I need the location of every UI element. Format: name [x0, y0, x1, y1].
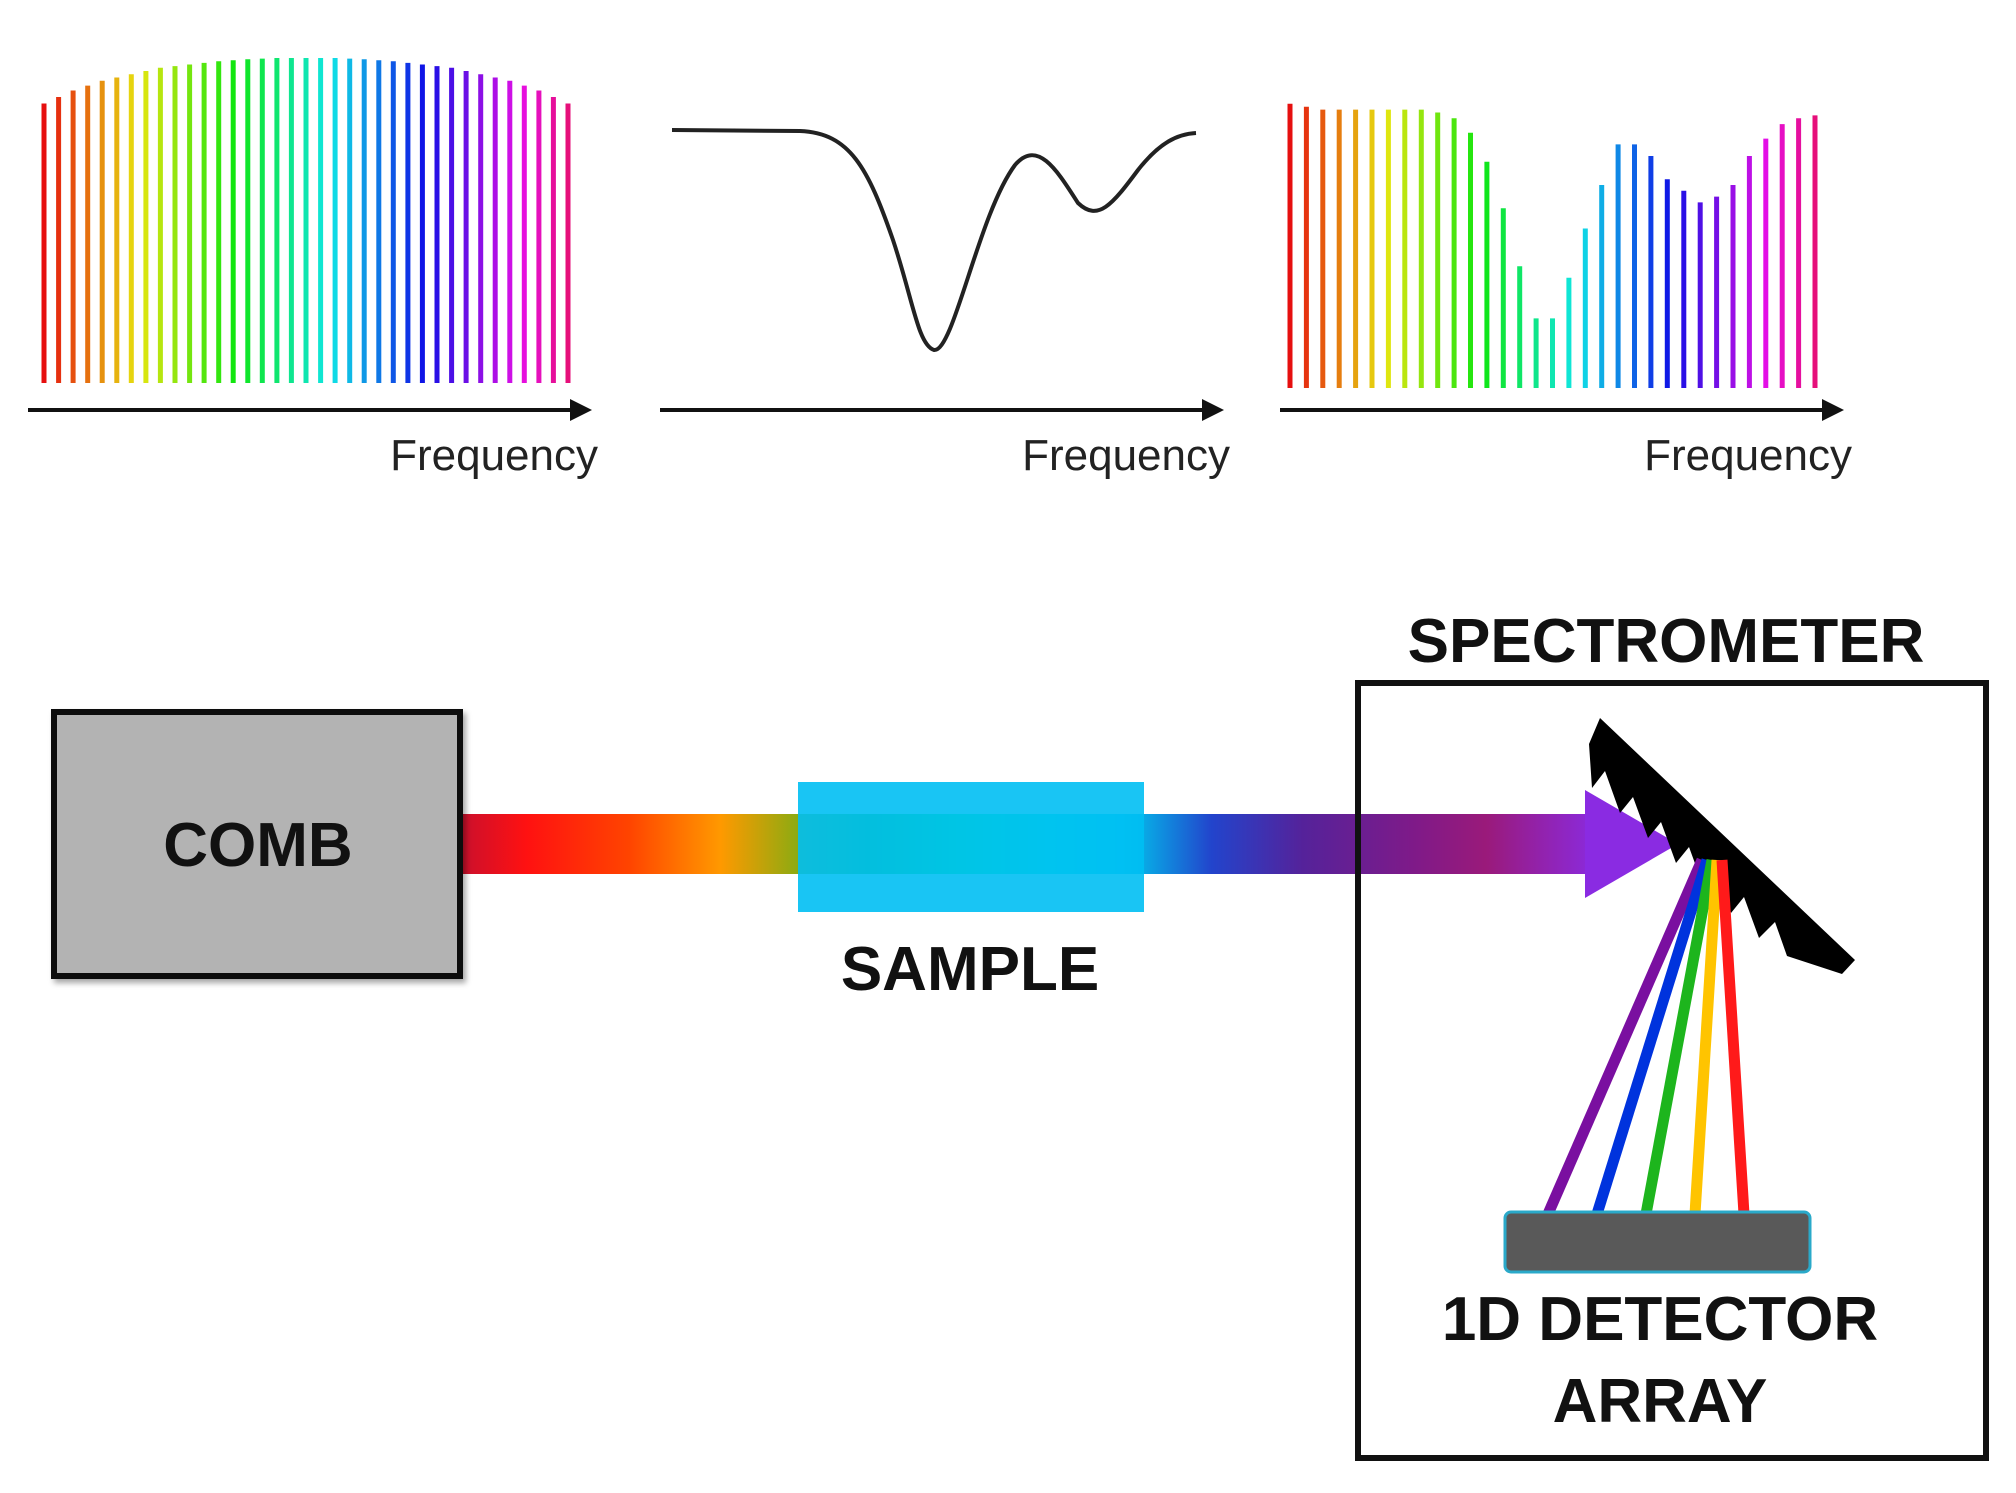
dispersed-beam: [1716, 859, 1750, 1215]
spectrometer-label: SPECTROMETER: [1408, 607, 1925, 676]
detector-array: [1503, 1210, 1812, 1274]
dispersed-beam: [1640, 858, 1718, 1216]
absorption-spectrum: [671, 128, 1197, 352]
dispersed-beam: [1542, 857, 1708, 1217]
dispersed-beams: [1542, 857, 1750, 1217]
detector-label-line1: 1D DETECTOR: [1442, 1285, 1878, 1354]
dispersed-beam: [1689, 859, 1723, 1215]
spectrometer-enclosure: [1355, 680, 1989, 1461]
axis-label-frequency-1: Frequency: [390, 431, 598, 480]
axis-arrow-2: [660, 399, 1224, 421]
incident-comb-spectrum: [41, 58, 571, 383]
sample-cell: [798, 782, 1144, 912]
axis-arrow-1: [28, 399, 592, 421]
beam-arrowhead: [1585, 790, 1678, 898]
dispersed-beam: [1591, 858, 1713, 1216]
axis-arrow-3: [1280, 399, 1844, 421]
axis-label-frequency-2: Frequency: [1022, 431, 1230, 480]
diffraction-grating: [1589, 718, 1855, 974]
axis-label-frequency-3: Frequency: [1644, 431, 1852, 480]
comb-source: [51, 709, 463, 979]
comb-label: COMB: [163, 811, 352, 880]
transmitted-comb-spectrum: [1287, 103, 1818, 388]
sample-label: SAMPLE: [841, 935, 1099, 1004]
detector-label-line2: ARRAY: [1553, 1367, 1768, 1436]
